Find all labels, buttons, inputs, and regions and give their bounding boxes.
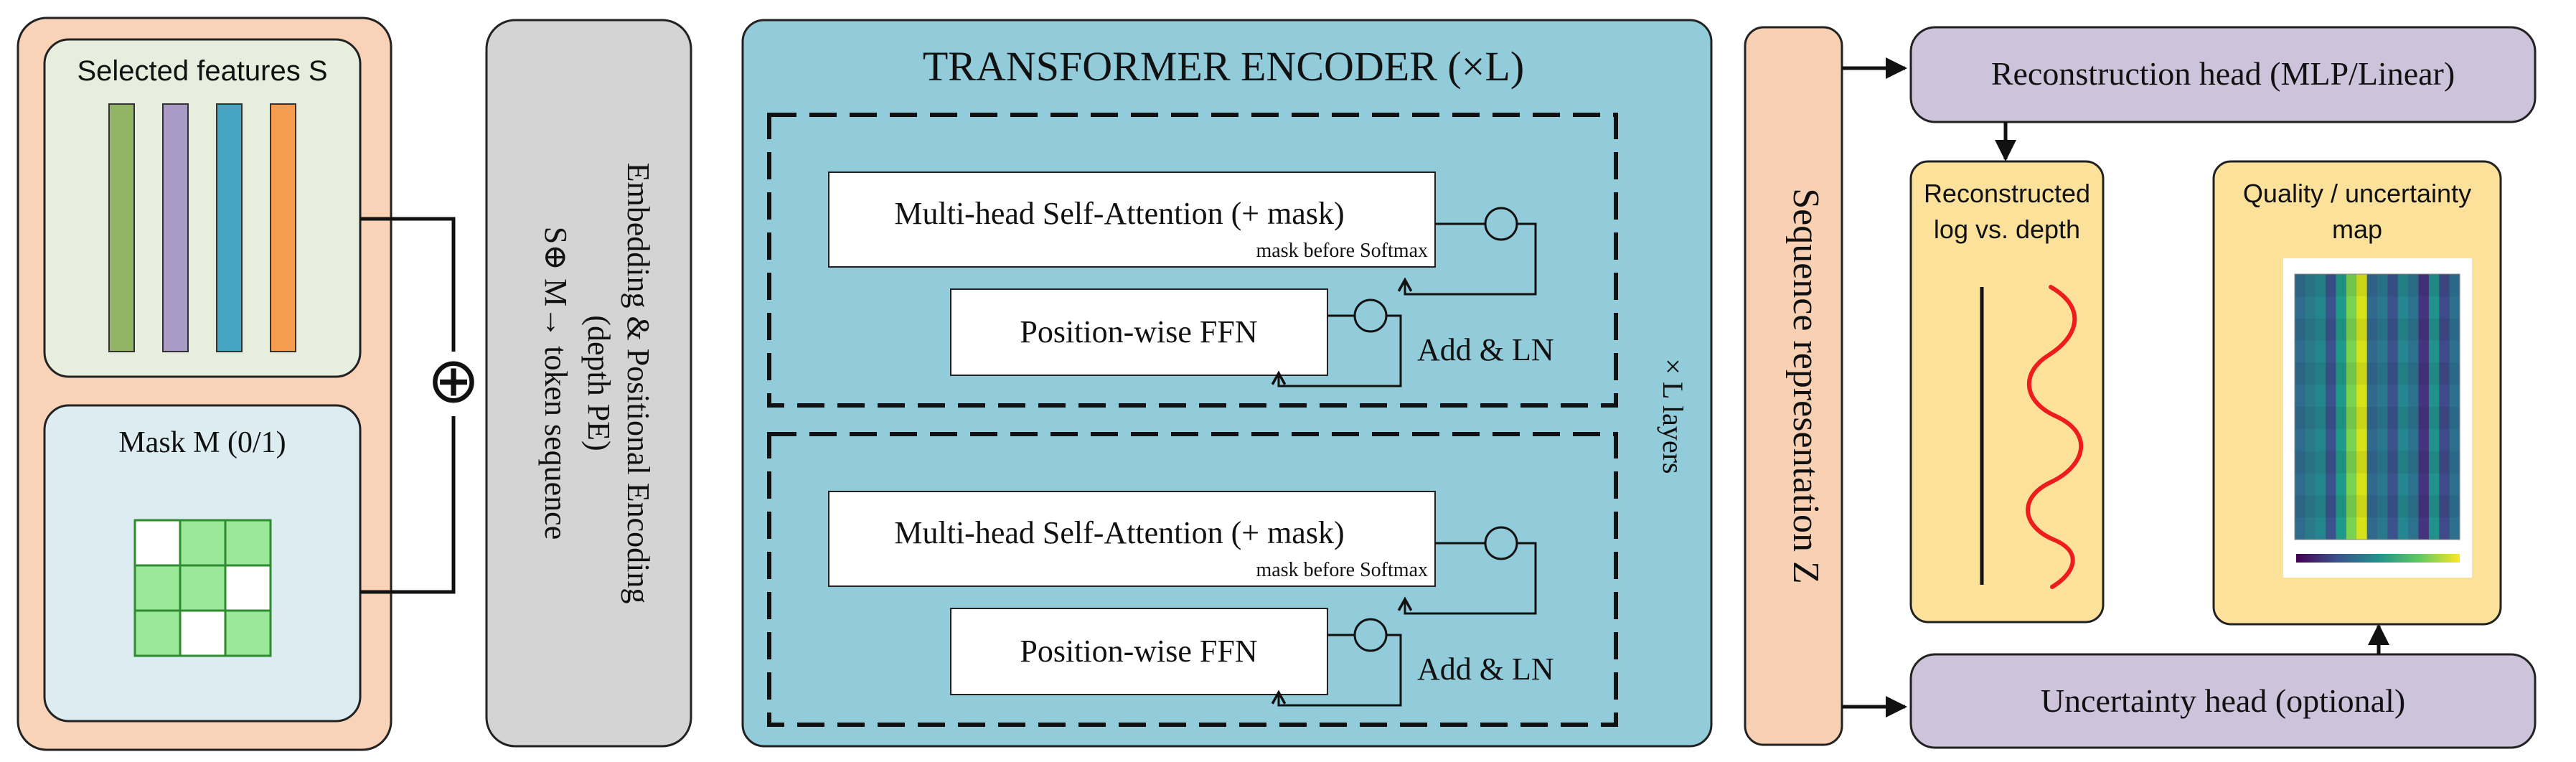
mask-cell-1-0 — [133, 564, 182, 612]
embedding-title: Embedding & Positional Encoding — [621, 163, 656, 604]
heatmap-column-15 — [2439, 274, 2450, 540]
uncertainty-heatmap — [2294, 273, 2460, 540]
ffn-block-1 — [950, 288, 1328, 376]
features-title: Selected features S — [77, 55, 327, 87]
ffn-label-1: Position-wise FFN — [1020, 314, 1257, 349]
encoder-layer-2: Multi-head Self-Attention (+ mask) mask … — [767, 432, 1618, 727]
heatmap-band-5 — [2295, 451, 2460, 474]
sequence-representation: Sequence representation Z — [1744, 26, 1843, 746]
heatmap-border — [2294, 273, 2460, 540]
heatmap-column-1 — [2295, 274, 2305, 540]
embedding-box: Embedding & Positional Encoding (depth P… — [485, 19, 692, 748]
heatmap-column-6 — [2346, 274, 2357, 540]
heatmap-column-8 — [2366, 274, 2378, 540]
uncertainty-head-label: Uncertainty head (optional) — [2041, 682, 2405, 719]
mask-cell-0-1 — [179, 519, 227, 567]
heatmap-band-3 — [2295, 362, 2460, 385]
reconstruction-head-label: Reconstruction head (MLP/Linear) — [1991, 55, 2455, 92]
attention-note-1: mask before Softmax — [1256, 240, 1429, 262]
mask-cell-2-2 — [224, 609, 272, 657]
heatmap-column-10 — [2387, 274, 2399, 540]
feature-bars — [108, 103, 296, 352]
transformer-encoder: TRANSFORMER ENCODER (×L) Multi-head Self… — [741, 19, 1713, 748]
ffn-label-2: Position-wise FFN — [1020, 634, 1257, 669]
embedding-formula: S⊕ M→ token sequence — [538, 227, 573, 540]
heatmap-column-5 — [2336, 274, 2347, 540]
reconstructed-title-line1: Reconstructed — [1924, 179, 2090, 208]
heatmap-band-6 — [2295, 495, 2460, 518]
heatmap-band-2 — [2295, 318, 2460, 341]
mask-box: Mask M (0/1) — [43, 404, 362, 723]
heatmap-band-4 — [2295, 407, 2460, 429]
heatmap-column-16 — [2449, 274, 2460, 540]
feature-bar-3 — [216, 103, 243, 352]
heatmap-column-9 — [2377, 274, 2388, 540]
heatmap-column-11 — [2397, 274, 2409, 540]
ffn-block-2 — [950, 608, 1328, 695]
sequence-label: Sequence representation Z — [1785, 188, 1826, 584]
heatmap-column-14 — [2428, 274, 2440, 540]
repeat-label: × L layers — [1657, 358, 1689, 474]
mask-cell-0-0 — [133, 519, 182, 567]
heatmap-column-2 — [2305, 274, 2316, 540]
combine-connector — [360, 217, 456, 594]
attention-block-1 — [828, 171, 1436, 268]
mask-cell-1-1 — [179, 564, 227, 612]
quality-title-line1: Quality / uncertainty — [2243, 179, 2471, 208]
add-ln-label-2: Add & LN — [1417, 652, 1554, 687]
mask-grid — [133, 519, 272, 657]
reconstructed-title-line2: log vs. depth — [1934, 215, 2080, 244]
reconstruction-head: Reconstruction head (MLP/Linear) — [1909, 26, 2537, 123]
mask-cell-2-0 — [133, 609, 182, 657]
attention-block-2 — [828, 491, 1436, 587]
features-box: Selected features S — [43, 38, 362, 378]
combine-symbol: ⊕ — [427, 343, 480, 417]
mask-title: Mask M (0/1) — [118, 426, 286, 459]
feature-bar-4 — [270, 103, 296, 352]
feature-bar-2 — [162, 103, 189, 352]
uncertainty-head: Uncertainty head (optional) — [1909, 653, 2537, 749]
quality-title-line2: map — [2332, 215, 2382, 244]
add-ln-label-1: Add & LN — [1417, 332, 1554, 367]
heatmap-column-13 — [2418, 274, 2430, 540]
attention-label-2: Multi-head Self-Attention (+ mask) — [894, 515, 1344, 550]
embedding-subtitle: (depth PE) — [581, 315, 616, 451]
heatmap-colorbar — [2296, 554, 2460, 563]
encoder-layer-1: Multi-head Self-Attention (+ mask) mask … — [767, 113, 1618, 408]
attention-note-2: mask before Softmax — [1256, 559, 1429, 581]
heatmap-band-1 — [2295, 274, 2460, 296]
heatmap-column-7 — [2356, 274, 2368, 540]
mask-cell-2-1 — [179, 609, 227, 657]
reconstructed-log-panel: Reconstructed log vs. depth — [1909, 160, 2105, 624]
encoder-title: TRANSFORMER ENCODER (×L) — [923, 43, 1524, 90]
quality-map-panel: Quality / uncertainty map — [2212, 160, 2502, 626]
attention-label-1: Multi-head Self-Attention (+ mask) — [894, 196, 1344, 231]
heatmap-column-3 — [2315, 274, 2326, 540]
mask-cell-1-2 — [224, 564, 272, 612]
reconstructed-log-curve — [2026, 285, 2084, 589]
head-arrows — [1842, 57, 1907, 718]
mask-cell-0-2 — [224, 519, 272, 567]
heatmap-column-4 — [2326, 274, 2336, 540]
feature-bar-1 — [108, 103, 135, 352]
heatmap-column-12 — [2408, 274, 2419, 540]
input-panel: Selected features S Mask M (0/1) — [17, 17, 392, 751]
